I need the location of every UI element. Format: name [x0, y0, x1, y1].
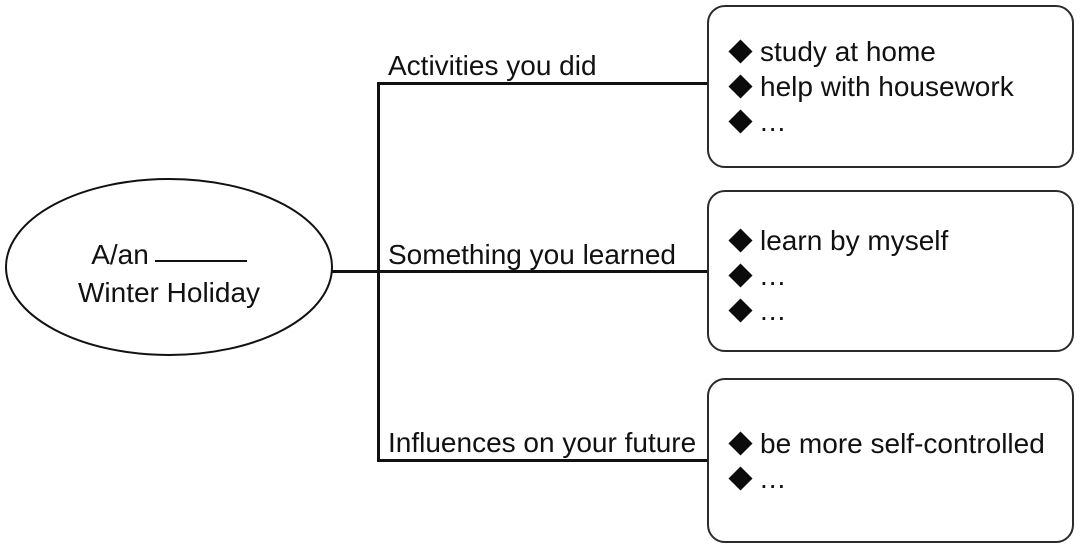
center-topic-line-2: Winter Holiday	[77, 277, 261, 308]
diamond-bullet-icon	[728, 228, 753, 253]
list-item: study at home	[728, 34, 1014, 69]
list-item-label: ...	[760, 294, 787, 326]
bullet-list-learned: learn by myself ... ...	[728, 223, 949, 328]
diamond-bullet-icon	[728, 466, 753, 491]
bullet-list-activities: study at home help with housework ...	[728, 34, 1014, 139]
branch-label-learned: Something you learned	[388, 239, 676, 270]
list-item: ...	[728, 104, 1014, 139]
list-item: ...	[728, 258, 948, 293]
bullet-list-influences: be more self-controlled ...	[728, 426, 1045, 496]
list-item: learn by myself	[728, 223, 949, 258]
detail-box-learned: learn by myself ... ...	[707, 190, 1074, 352]
list-item: be more self-controlled	[728, 426, 1045, 461]
diamond-bullet-icon	[728, 298, 753, 323]
center-topic-text: A/an Winter Holiday	[5, 236, 333, 312]
list-item-label: ...	[760, 259, 787, 291]
list-item: help with housework	[728, 69, 1014, 104]
list-item: ...	[728, 293, 948, 328]
center-topic-ellipse	[5, 178, 333, 356]
diamond-bullet-icon	[728, 109, 753, 134]
diamond-bullet-icon	[728, 263, 753, 288]
branch-label-activities: Activities you did	[388, 50, 597, 81]
branch-label-influences: Influences on your future	[388, 427, 697, 458]
diamond-bullet-icon	[728, 74, 753, 99]
detail-box-activities: study at home help with housework ...	[707, 5, 1074, 168]
list-item-label: learn by myself	[760, 224, 949, 256]
detail-box-influences: be more self-controlled ...	[707, 378, 1074, 543]
fill-in-blank-underline	[154, 260, 247, 262]
list-item-label: ...	[760, 462, 787, 494]
list-item: ...	[728, 461, 1045, 496]
list-item-label: help with housework	[760, 70, 1014, 102]
diamond-bullet-icon	[728, 39, 753, 64]
list-item-label: ...	[760, 105, 787, 137]
list-item-label: be more self-controlled	[760, 427, 1045, 459]
center-topic-line-1: A/an	[5, 236, 333, 274]
center-topic-prefix: A/an	[91, 239, 149, 270]
diamond-bullet-icon	[728, 431, 753, 456]
list-item-label: study at home	[760, 35, 936, 67]
